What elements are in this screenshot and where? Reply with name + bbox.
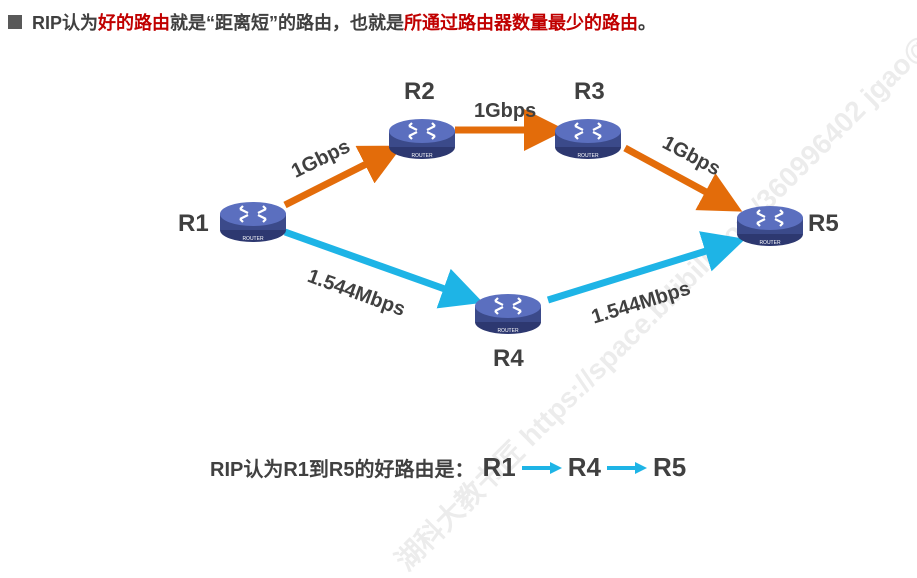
router-icon: ROUTER [475,294,541,334]
conclusion-text: RIP认为R1到R5的好路由是： [210,459,475,481]
svg-text:ROUTER: ROUTER [411,153,433,159]
link-r3-r5 [623,144,743,212]
path-node-r5: R5 [652,452,687,482]
link-r1-r4 [283,228,484,309]
svg-text:ROUTER: ROUTER [759,240,781,246]
svg-text:ROUTER: ROUTER [497,328,519,334]
link-r1-r2 [283,145,403,209]
arrow-right-icon [606,461,647,474]
network-links [283,109,746,309]
path-node-r1: R1 [482,452,516,482]
router-label-r5: R5 [808,210,839,237]
router-r4: ROUTER [473,288,543,338]
router-icon: ROUTER [737,206,803,246]
router-icon: ROUTER [220,202,286,242]
svg-text:ROUTER: ROUTER [577,153,599,159]
router-r3: ROUTER [553,113,623,163]
router-r1: ROUTER [218,196,288,246]
link-r4-r5 [546,231,746,304]
arrow-right-icon [521,461,562,474]
router-icon: ROUTER [555,119,621,159]
router-r2: ROUTER [387,113,457,163]
router-icon: ROUTER [389,119,455,159]
conclusion: RIP认为R1到R5的好路由是： R1 R4 R5 [210,452,686,483]
router-label-r1: R1 [178,210,209,237]
router-r5: ROUTER [735,200,805,250]
bullet-square-icon [8,15,22,29]
svg-text:ROUTER: ROUTER [242,236,264,242]
link-label-r2-r3: 1Gbps [474,100,537,122]
page-title: RIP认为好的路由就是“距离短”的路由，也就是所通过路由器数量最少的路由。 [32,13,657,33]
router-label-r4: R4 [493,345,524,372]
path-node-r4: R4 [567,452,601,482]
router-label-r3: R3 [574,78,605,105]
title-bar: RIP认为好的路由就是“距离短”的路由，也就是所通过路由器数量最少的路由。 [8,8,656,36]
router-label-r2: R2 [404,78,435,105]
